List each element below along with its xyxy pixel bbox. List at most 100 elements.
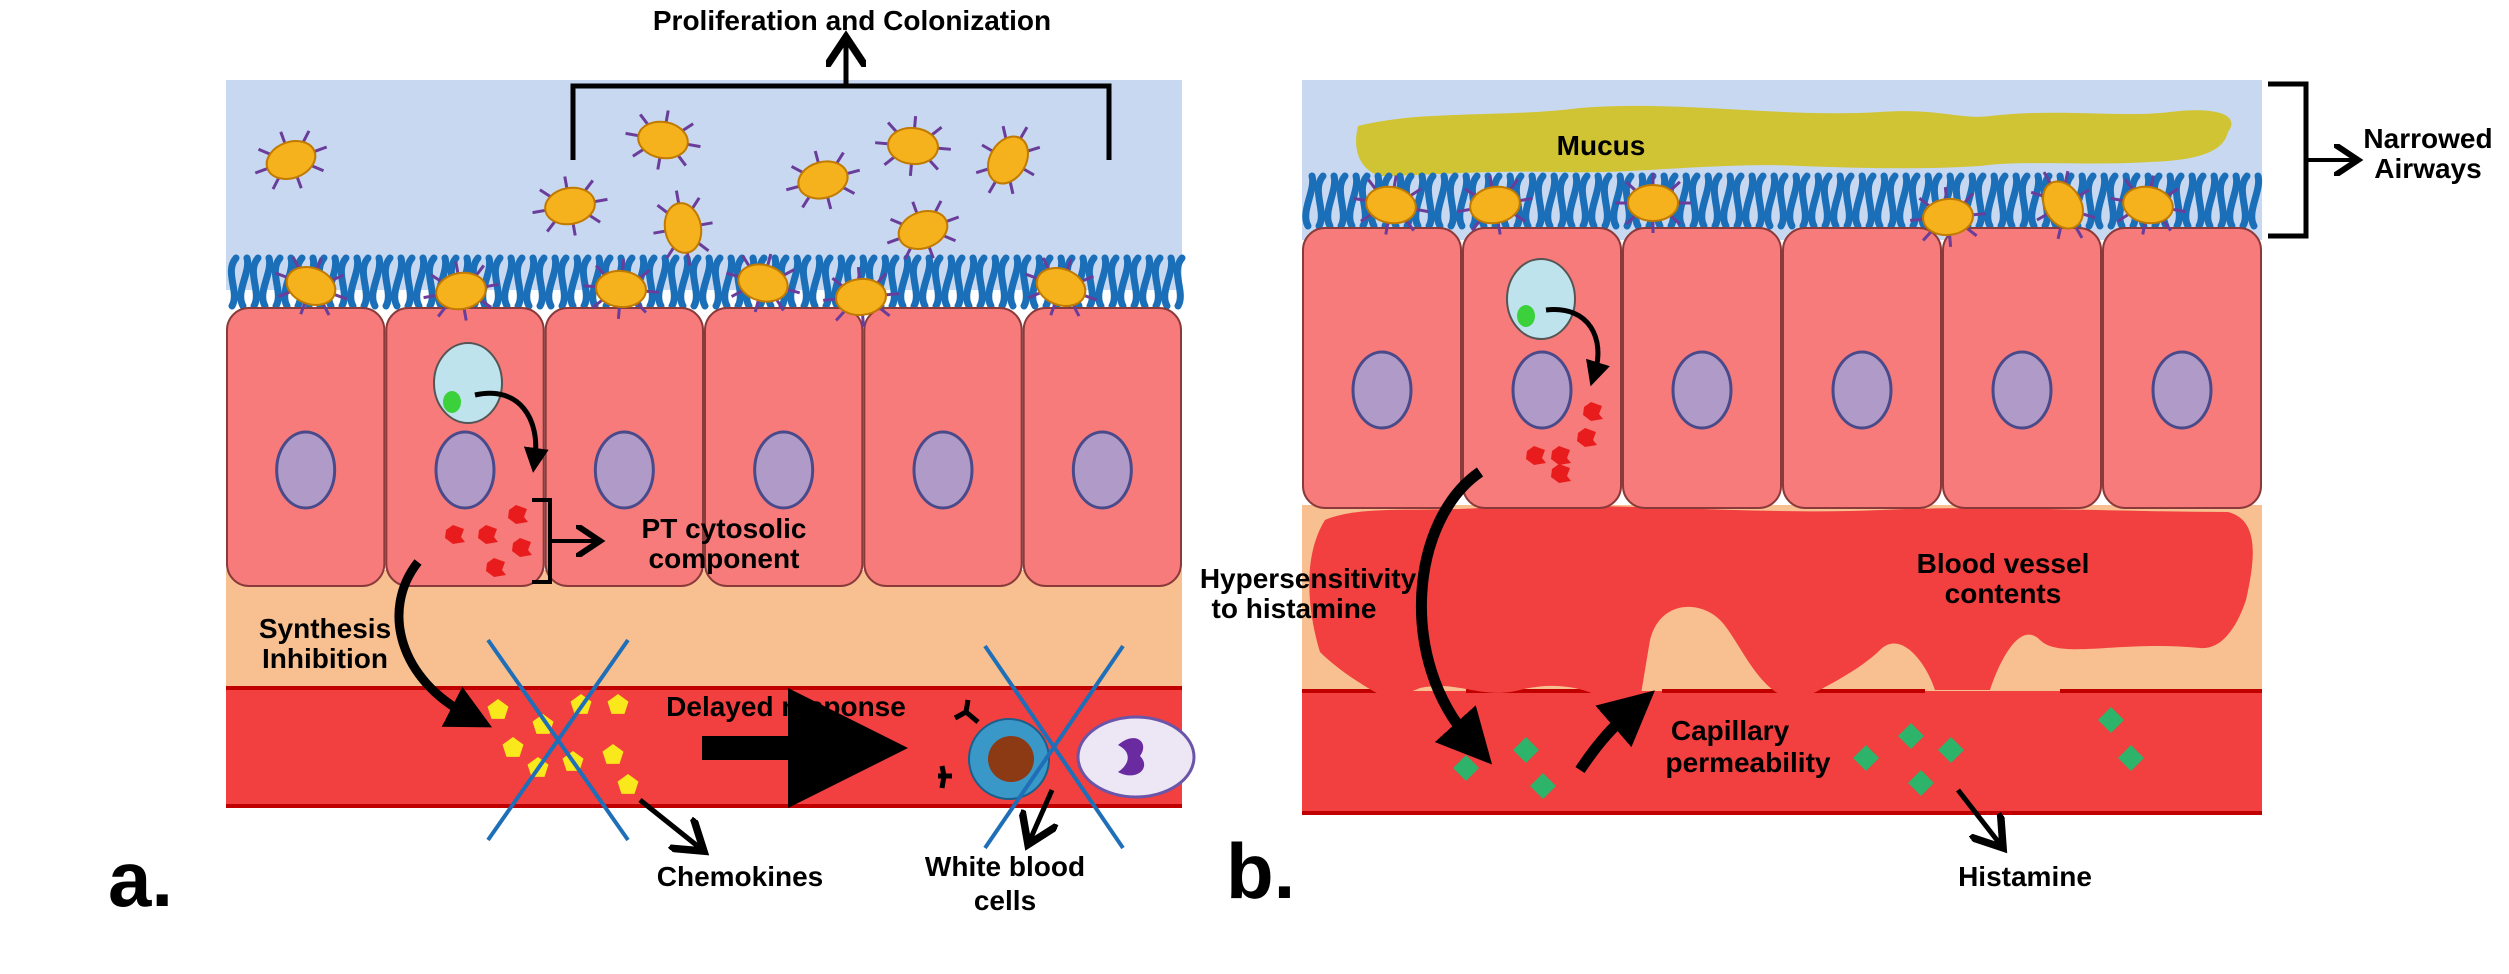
mucus	[1356, 105, 2232, 176]
epithelial-cells-a	[226, 307, 1183, 587]
cilium	[403, 254, 416, 310]
cilium	[1830, 172, 1845, 230]
proliferation-label: Proliferation and Colonization	[653, 5, 1051, 36]
synthesis-label: Synthesis	[259, 613, 391, 644]
pt-toxin	[486, 558, 506, 577]
cilium	[589, 254, 604, 310]
cilium	[249, 254, 262, 310]
bacterium	[583, 258, 659, 320]
blood-vessel-label: Blood vessel	[1917, 548, 2090, 579]
pt-toxin-particles-a	[445, 505, 532, 577]
cilium	[557, 254, 570, 310]
cilium	[1874, 172, 1889, 230]
histamine-particles	[1453, 707, 2144, 799]
cilium	[1007, 254, 1022, 310]
nucleus	[1511, 350, 1573, 430]
cilium	[2226, 172, 2241, 230]
chemokines-label: Chemokines	[657, 861, 824, 892]
cilium	[975, 254, 988, 310]
cilium	[1019, 254, 1032, 310]
cilium	[1688, 172, 1701, 230]
bacteria-a	[254, 110, 1098, 328]
pt-toxin	[1551, 464, 1571, 483]
bacterium	[254, 130, 328, 190]
cilium	[227, 254, 240, 310]
cilium	[2094, 172, 2109, 230]
bacterium	[1910, 186, 1986, 248]
toxin-core-b	[1517, 305, 1535, 327]
chemokine	[617, 774, 639, 794]
cilium	[413, 254, 428, 310]
cilium	[997, 254, 1010, 310]
cilium	[1786, 172, 1801, 230]
cilium	[2028, 172, 2043, 230]
chemokine	[502, 737, 524, 757]
pt-toxin	[508, 505, 528, 524]
cilium	[1908, 172, 1921, 230]
cilium	[941, 254, 956, 310]
capillary-label-2: permeability	[1666, 747, 1831, 778]
cilium	[1424, 172, 1437, 230]
pt-toxin	[1551, 446, 1571, 465]
cilium	[1446, 172, 1459, 230]
cilium	[2006, 172, 2021, 230]
bacterium	[1615, 173, 1691, 233]
bacterium	[532, 176, 608, 236]
cilium	[259, 254, 274, 310]
airway-lumen-a	[226, 80, 1182, 290]
cilium	[1820, 172, 1833, 230]
cilium	[711, 254, 724, 310]
nucleus	[1991, 350, 2053, 430]
histamine-particle	[1853, 745, 1879, 771]
cilium	[1710, 172, 1723, 230]
cilium	[1842, 172, 1855, 230]
pt-toxin-particles-b	[1526, 402, 1603, 483]
cilium	[655, 254, 670, 310]
cilium	[1754, 172, 1767, 230]
cilium	[1996, 172, 2009, 230]
histamine-particle	[1513, 737, 1539, 763]
mucus-label: Mucus	[1557, 130, 1646, 161]
cilium	[2084, 172, 2097, 230]
cilium	[491, 254, 504, 310]
submucosa-a	[226, 570, 1182, 688]
cilium	[545, 254, 560, 310]
wbc-label: White blood	[925, 851, 1085, 882]
cilium	[1578, 172, 1591, 230]
nucleus	[1671, 350, 1733, 430]
cilium	[1984, 172, 1999, 230]
cilium	[1324, 172, 1339, 230]
bacterium	[1353, 175, 1429, 235]
cilium	[1886, 172, 1899, 230]
epithelial-cells-b	[1302, 227, 2262, 509]
nucleus	[434, 430, 496, 510]
cilium	[1864, 172, 1877, 230]
nucleus	[1351, 350, 1413, 430]
pt-toxin	[1526, 446, 1546, 465]
cilium	[689, 254, 702, 310]
cilium	[2248, 172, 2263, 230]
cilium	[369, 254, 384, 310]
wbc-label-2: cells	[974, 885, 1036, 916]
blood-vessel-contents	[1309, 505, 2253, 700]
toxin-core-a	[443, 391, 461, 413]
cilium	[667, 254, 680, 310]
cross-chemokines-2	[486, 638, 630, 842]
cilium	[1161, 254, 1176, 310]
hypersensitivity-label: Hypersensitivity	[1200, 563, 1417, 594]
cilium	[381, 254, 394, 310]
cilium	[2182, 172, 2197, 230]
cilium	[1776, 172, 1789, 230]
nucleus	[753, 430, 815, 510]
cilium	[1698, 172, 1713, 230]
histamine-particle	[1898, 723, 1924, 749]
cilium	[1974, 172, 1987, 230]
cilium	[887, 254, 900, 310]
cilium	[1676, 172, 1691, 230]
bacterium	[2030, 170, 2096, 240]
cilium	[1346, 172, 1361, 230]
cilium	[799, 254, 812, 310]
bacterium	[423, 261, 499, 321]
bacterium	[886, 200, 960, 260]
